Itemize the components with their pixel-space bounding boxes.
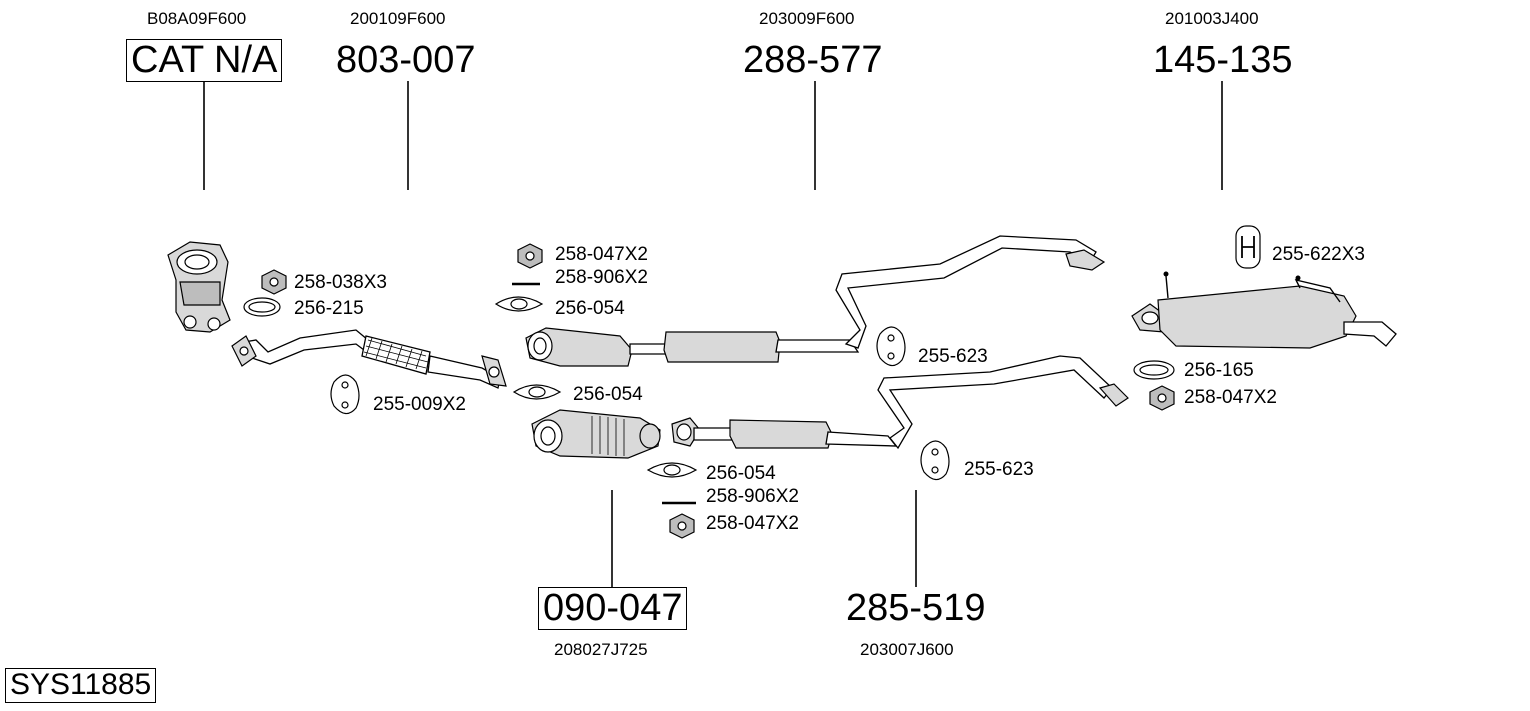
hanger-icon [920,440,950,481]
front-pipe-drawing [231,329,507,389]
fitting-label-gasket-054-mid[interactable]: 256-054 [573,384,643,405]
part-number-center-pipe[interactable]: 288-577 [743,39,883,81]
oem-number-center-pipe-alt: 203007J600 [860,640,954,659]
fitting-label-bolt-906-low[interactable]: 258-906X2 [706,486,799,507]
part-number-center-pipe-alt[interactable]: 285-519 [846,587,986,629]
hanger-icon [330,374,360,415]
center-pipe-alt-drawing [671,355,1129,450]
part-number-cat[interactable]: CAT N/A [126,39,283,82]
center-pipe-drawing [525,235,1106,367]
oem-number-cat: B08A09F600 [147,9,247,28]
fitting-label-gasket-054-top[interactable]: 256-054 [555,298,625,319]
part-number-front-pipe[interactable]: 803-007 [336,39,476,81]
fitting-label-bolt-906-top[interactable]: 258-906X2 [555,267,648,288]
fitting-label-hanger-009[interactable]: 255-009X2 [373,394,466,415]
fitting-label-nut-038[interactable]: 258-038X3 [294,272,387,293]
fitting-label-gasket-054-low[interactable]: 256-054 [706,463,776,484]
fitting-label-gasket-215[interactable]: 256-215 [294,298,364,319]
part-number-converter[interactable]: 090-047 [538,587,688,630]
catalytic-converter-drawing [167,241,231,333]
fitting-label-nut-047-low[interactable]: 258-047X2 [706,513,799,534]
fitting-label-hanger-623-low[interactable]: 255-623 [964,459,1034,480]
fitting-label-rubber-622[interactable]: 255-622X3 [1272,244,1365,265]
part-number-rear-box[interactable]: 145-135 [1153,39,1293,81]
fitting-label-gasket-165[interactable]: 256-165 [1184,360,1254,381]
oem-number-converter: 208027J725 [554,640,648,659]
fitting-label-hanger-623-top[interactable]: 255-623 [918,346,988,367]
oem-number-rear-box: 201003J400 [1165,9,1259,28]
fitting-label-nut-047-top[interactable]: 258-047X2 [555,244,648,265]
hanger-icon [876,326,906,367]
oem-number-front-pipe: 200109F600 [350,9,446,28]
converter-drawing [531,409,661,459]
system-code: SYS11885 [5,668,157,703]
oem-number-center-pipe: 203009F600 [759,9,855,28]
rear-muffler-drawing [1131,271,1397,349]
fitting-label-nut-047-rear[interactable]: 258-047X2 [1184,387,1277,408]
